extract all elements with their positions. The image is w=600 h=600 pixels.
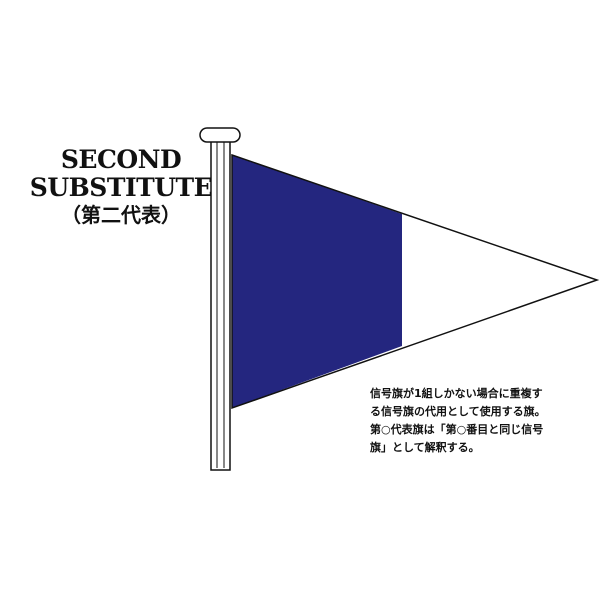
pennant-hoist-blue	[232, 155, 402, 408]
title-line-1: SECOND	[60, 145, 182, 174]
title-line-3: （第二代表）	[61, 203, 181, 227]
title-line-2: SUBSTITUTE	[29, 173, 213, 202]
description-line-1: 信号旗が1組しかない場合に重複す	[370, 387, 543, 400]
flagpole-finial	[199, 127, 241, 143]
description-line-3: 第○代表旗は「第○番目と同じ信号	[370, 423, 544, 436]
flag-description: 信号旗が1組しかない場合に重複す る信号旗の代用として使用する旗。 第○代表旗は…	[370, 385, 592, 457]
flagpole	[199, 127, 241, 471]
description-line-2: る信号旗の代用として使用する旗。	[370, 405, 546, 418]
pennant-fly-white	[402, 214, 597, 346]
flagpole-shaft	[210, 139, 231, 471]
pennant-flag	[231, 153, 600, 410]
description-line-4: 旗」として解釈する。	[370, 441, 480, 454]
pennant-outline	[231, 153, 600, 410]
flag-title: SECOND SUBSTITUTE （第二代表）	[28, 146, 214, 228]
